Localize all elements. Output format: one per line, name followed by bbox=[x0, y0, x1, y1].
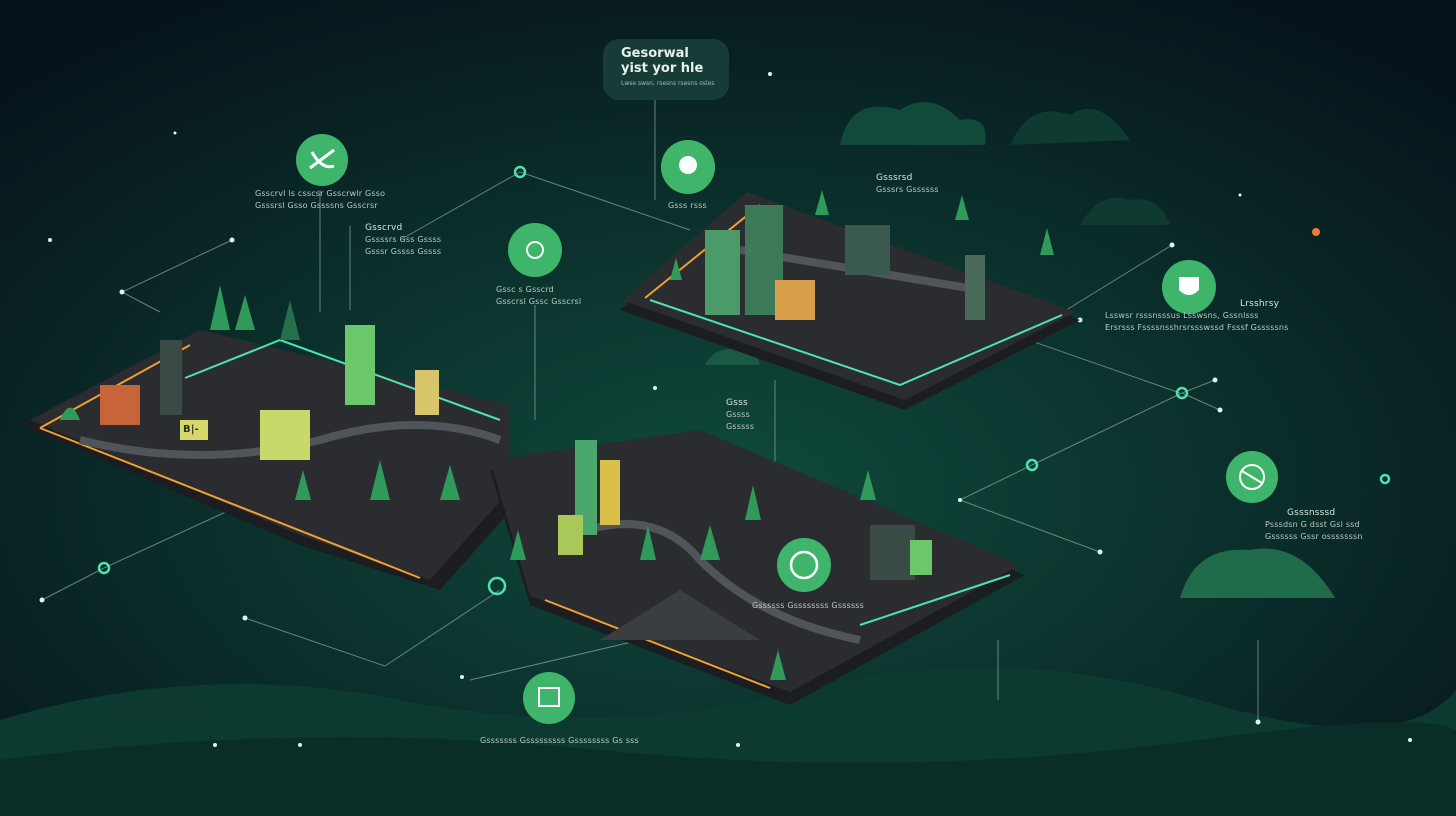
label-lightbulb: Gssssss Gssssssss Gssssss bbox=[752, 601, 865, 610]
callout-title-2: yist yor hle bbox=[621, 61, 704, 76]
buildings bbox=[100, 205, 985, 580]
map-icon bbox=[538, 687, 560, 707]
shield-icon bbox=[1179, 277, 1199, 295]
orange-star bbox=[1312, 228, 1320, 236]
label-bulb: Gsss rsss bbox=[668, 201, 707, 210]
building-sign: B|- bbox=[183, 424, 200, 435]
label-map: Gsssssss Gsssssssss Gssssssss Gs sss bbox=[480, 736, 639, 745]
clouds bbox=[105, 102, 1335, 720]
side-label-2: Gsssrsd Gsssrs Gssssss bbox=[876, 173, 939, 194]
phone-icon bbox=[309, 148, 335, 170]
lightbulb-icon bbox=[789, 550, 819, 580]
platform-bottom bbox=[490, 430, 1025, 705]
no-entry-icon bbox=[1239, 464, 1265, 490]
trees bbox=[60, 190, 1054, 680]
star-dots bbox=[39, 72, 1412, 747]
label-shield: Lrsshrsy Lsswsr rsssnsssus Lsswsns, Gssn… bbox=[1105, 299, 1289, 332]
callout-subtitle: Lwse swsn, rsesns rsesns osles bbox=[621, 80, 715, 87]
bulb-icon bbox=[679, 156, 697, 174]
callout-box: Gesorwal yist yor hle Lwse swsn, rsesns … bbox=[603, 39, 729, 100]
callout-title-1: Gesorwal bbox=[621, 46, 689, 61]
connector-nodes bbox=[97, 165, 1391, 596]
feature-icons bbox=[296, 134, 1278, 724]
target-icon bbox=[526, 241, 544, 259]
